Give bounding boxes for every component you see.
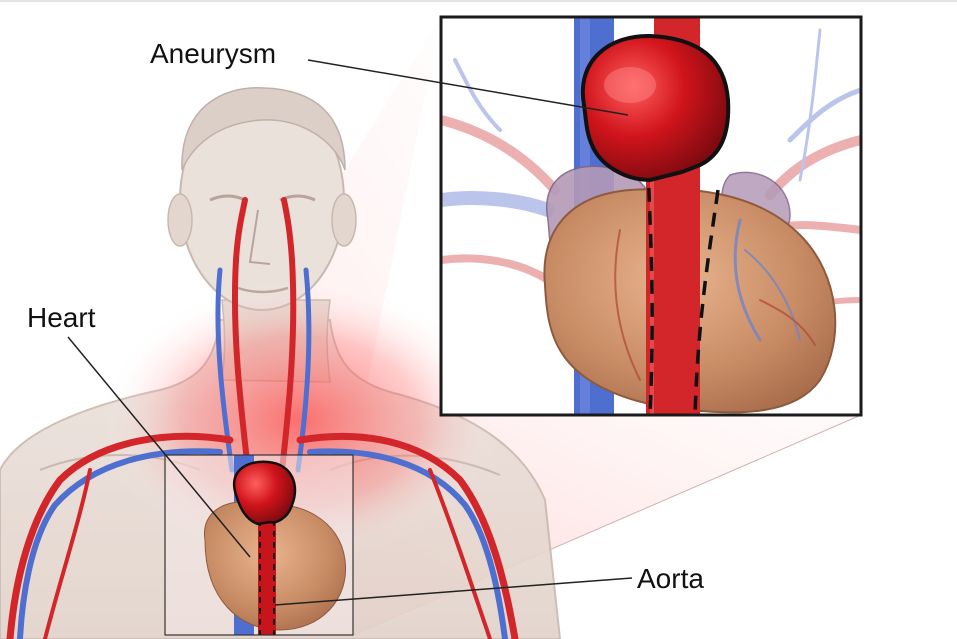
magnified-inset: [441, 17, 861, 430]
aneurysm-label: Aneurysm: [150, 40, 276, 68]
chest-inset: [165, 455, 353, 639]
aorta-label: Aorta: [637, 565, 704, 593]
heart-label: Heart: [27, 304, 95, 332]
